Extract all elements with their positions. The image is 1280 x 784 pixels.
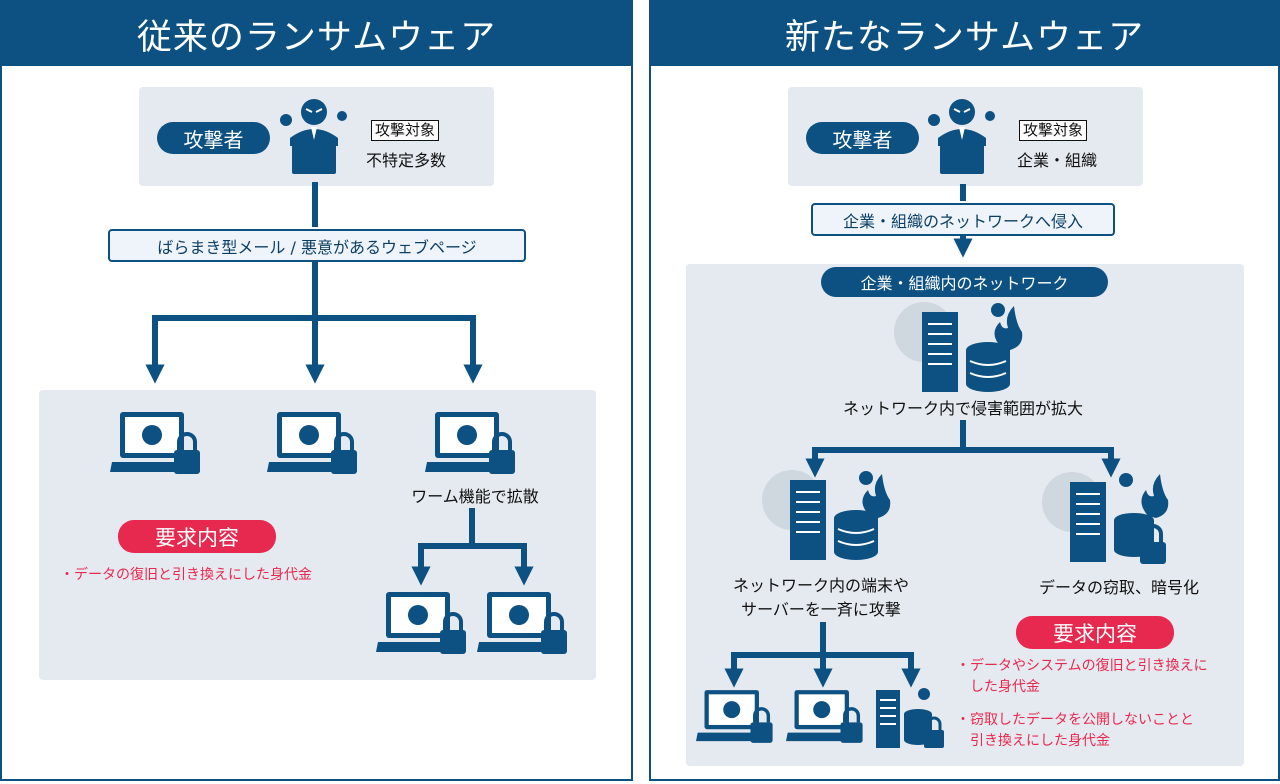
right-network-label: 企業・組織内のネットワーク	[821, 267, 1108, 297]
right-target-tag: 攻撃対象	[1019, 120, 1088, 141]
right-attack-label-2: サーバーを一斉に攻撃	[741, 600, 901, 619]
right-spread-label: ネットワーク内で侵害範囲が拡大	[842, 399, 1083, 418]
right-panel-title: 新たなランサムウェア	[651, 2, 1278, 66]
right-target-value: 企業・組織	[1017, 151, 1098, 170]
server-lock-icon	[876, 688, 944, 748]
left-vector-label: ばらまき型メール / 悪意があるウェブページ	[108, 229, 526, 262]
server-lock-icon	[1042, 472, 1169, 564]
left-target-tag: 攻撃対象	[371, 120, 440, 141]
left-demand-item: ・データの復旧と引き換えにした身代金	[60, 567, 312, 583]
right-attack-label-1: ネットワーク内の端末や	[732, 576, 909, 595]
server-fire-icon	[762, 470, 891, 560]
attacker-icon	[928, 99, 995, 174]
right-demand-item: 引き換えにした身代金	[956, 733, 1110, 749]
attacker-icon	[280, 99, 347, 174]
right-intrusion-label: 企業・組織のネットワークへ侵入	[811, 203, 1115, 236]
laptop-lock-icon	[477, 592, 567, 654]
left-worm-label: ワーム機能で拡散	[411, 487, 539, 506]
right-theft-label: データの窃取、暗号化	[1038, 578, 1199, 597]
laptop-lock-icon	[425, 412, 515, 474]
right-demand-title: 要求内容	[1016, 616, 1174, 649]
right-demand-item: した身代金	[956, 679, 1040, 695]
laptop-lock-icon	[376, 592, 466, 654]
laptop-lock-icon	[786, 690, 863, 743]
left-panel-title: 従来のランサムウェア	[2, 2, 631, 66]
left-demand-title: 要求内容	[118, 520, 276, 553]
right-demand-item: ・窃取したデータを公開しないことと	[956, 712, 1194, 728]
left-attacker-label: 攻撃者	[157, 122, 270, 154]
laptop-lock-icon	[110, 412, 200, 474]
right-demand-item: ・データやシステムの復旧と引き換えに	[956, 658, 1208, 674]
laptop-lock-icon	[696, 690, 773, 743]
server-fire-icon	[894, 302, 1023, 392]
laptop-lock-icon	[267, 412, 357, 474]
left-target-value: 不特定多数	[366, 151, 447, 170]
right-attacker-label: 攻撃者	[806, 122, 919, 154]
